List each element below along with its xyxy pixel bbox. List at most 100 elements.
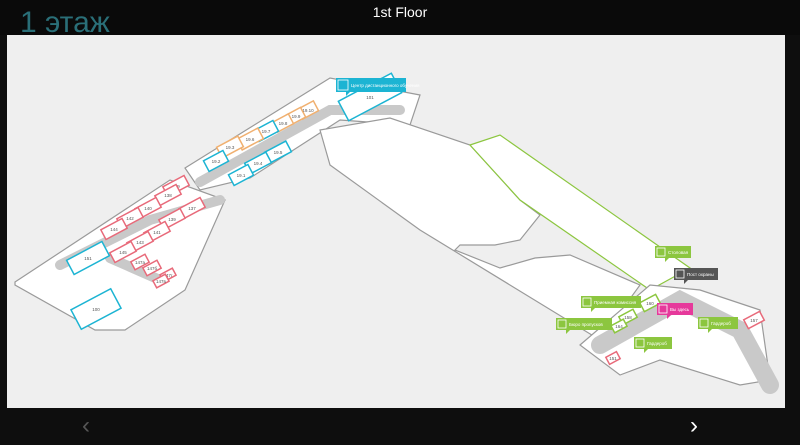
dlc-logo-icon — [337, 79, 349, 91]
map-pin[interactable]: Центр дистанционного обучения — [336, 78, 420, 96]
room[interactable]: 164 — [609, 318, 629, 334]
room-number: 147а — [135, 260, 146, 265]
room-number: 19.4 — [254, 161, 263, 166]
room-shape — [129, 253, 151, 271]
room-shape — [108, 240, 138, 264]
room-number: 158 — [624, 315, 632, 320]
room[interactable]: 160 — [638, 293, 662, 313]
pin-tail — [346, 92, 350, 96]
room-shape — [604, 350, 622, 366]
room-number: 19.1 — [237, 173, 246, 178]
title-bar: 1st Floor — [0, 0, 800, 35]
chevron-right-icon[interactable]: › — [690, 412, 698, 439]
map-pin[interactable]: Гардероб — [698, 317, 738, 333]
room-number: 140 — [144, 206, 152, 211]
room-shape — [65, 240, 111, 276]
pin-label: Пост охраны — [687, 272, 714, 277]
room[interactable]: 145 — [108, 240, 138, 264]
floor-plan-map[interactable]: 139138140142144137139141143145147а147б14… — [7, 35, 785, 408]
pin-tail — [665, 258, 669, 262]
pin-label: Бюро пропусков — [569, 322, 603, 327]
room-number: 139 — [168, 217, 176, 222]
room-shape — [742, 310, 766, 330]
room[interactable]: 151 — [65, 240, 111, 276]
room-shape — [638, 293, 662, 313]
room-number: 147б — [147, 266, 158, 271]
room-number: 19.9 — [292, 114, 301, 119]
room-number: 19.10 — [302, 108, 314, 113]
room-number: 164 — [615, 324, 623, 329]
room[interactable]: 151 — [604, 350, 622, 366]
floor-plan-svg: 139138140142144137139141143145147а147б14… — [14, 72, 779, 394]
pin-tail — [566, 330, 570, 334]
pin-label: Гардероб — [711, 321, 731, 326]
room-number: 19.8 — [279, 121, 288, 126]
room-shape — [227, 163, 255, 187]
room[interactable]: 144 — [99, 217, 129, 241]
pin-box — [657, 303, 693, 315]
map-pin[interactable]: Бюро пропусков — [556, 318, 612, 334]
document-icon — [582, 297, 592, 307]
pin-box — [674, 268, 718, 280]
id-card-icon — [557, 319, 567, 329]
room-shape — [202, 149, 230, 173]
room[interactable]: 157 — [742, 310, 766, 330]
room[interactable]: 19.1 — [227, 163, 255, 187]
room-number: 144 — [110, 227, 118, 232]
pin-box — [655, 246, 691, 258]
room-number: 157 — [750, 318, 758, 323]
navigation-bar: ‹ › — [0, 408, 800, 445]
shield-icon — [675, 269, 685, 279]
room-number: 151 — [609, 356, 617, 361]
map-pin[interactable]: Пост охраны — [674, 268, 718, 284]
map-pin[interactable]: Приемная комиссия — [581, 296, 641, 312]
rooms-layer: 139138140142144137139141143145147а147б14… — [65, 72, 766, 366]
room-number: 100 — [92, 307, 100, 312]
pin-label: Центр дистанционного обучения — [351, 83, 420, 88]
room[interactable]: 147в — [151, 273, 171, 289]
room[interactable]: 147а — [129, 253, 151, 271]
person-icon — [658, 304, 668, 314]
room[interactable]: 100 — [69, 287, 123, 331]
room-number: 19.6 — [246, 137, 255, 142]
map-pin[interactable]: Гардероб — [634, 337, 672, 353]
pin-label: Гардероб — [647, 341, 667, 346]
room-number: 145 — [119, 250, 127, 255]
chevron-left-icon[interactable]: ‹ — [82, 412, 90, 439]
room-number: 141 — [153, 230, 161, 235]
pins-layer: Центр дистанционного обученияСтоловаяПос… — [336, 78, 738, 353]
hanger-icon — [635, 338, 645, 348]
green-wing — [468, 134, 692, 291]
room-shape — [69, 287, 123, 331]
room[interactable]: 147б — [141, 259, 163, 277]
room[interactable]: 19.2 — [202, 149, 230, 173]
room-number: 19.3 — [226, 145, 235, 150]
room-shape — [609, 318, 629, 334]
pin-tail — [684, 280, 688, 284]
room-number: 19.2 — [212, 159, 221, 164]
map-pin[interactable]: Вы здесь — [657, 303, 693, 319]
pin-tail — [667, 315, 671, 319]
room-shape — [141, 259, 163, 277]
room-number: 147г — [163, 273, 173, 278]
room-number: 142 — [126, 216, 134, 221]
room-number: 19.7 — [262, 129, 271, 134]
map-pin[interactable]: Столовая — [655, 246, 691, 262]
room-number: 101 — [366, 95, 374, 100]
pin-label: Столовая — [668, 250, 689, 255]
room-number: 19.5 — [274, 150, 283, 155]
floor-title: 1st Floor — [372, 4, 428, 20]
cutlery-icon — [656, 247, 666, 257]
pin-box — [634, 337, 672, 349]
pin-tail — [591, 308, 595, 312]
pin-tail — [708, 329, 712, 333]
room-shape — [151, 273, 171, 289]
room-number: 138 — [164, 193, 172, 198]
pin-tail — [644, 349, 648, 353]
hanger-icon — [699, 318, 709, 328]
room-number: 137 — [188, 206, 196, 211]
pin-box — [336, 78, 406, 92]
floor-heading-ghost: 1 этаж — [20, 6, 110, 39]
pin-label: Приемная комиссия — [594, 300, 637, 305]
room-shape — [99, 217, 129, 241]
